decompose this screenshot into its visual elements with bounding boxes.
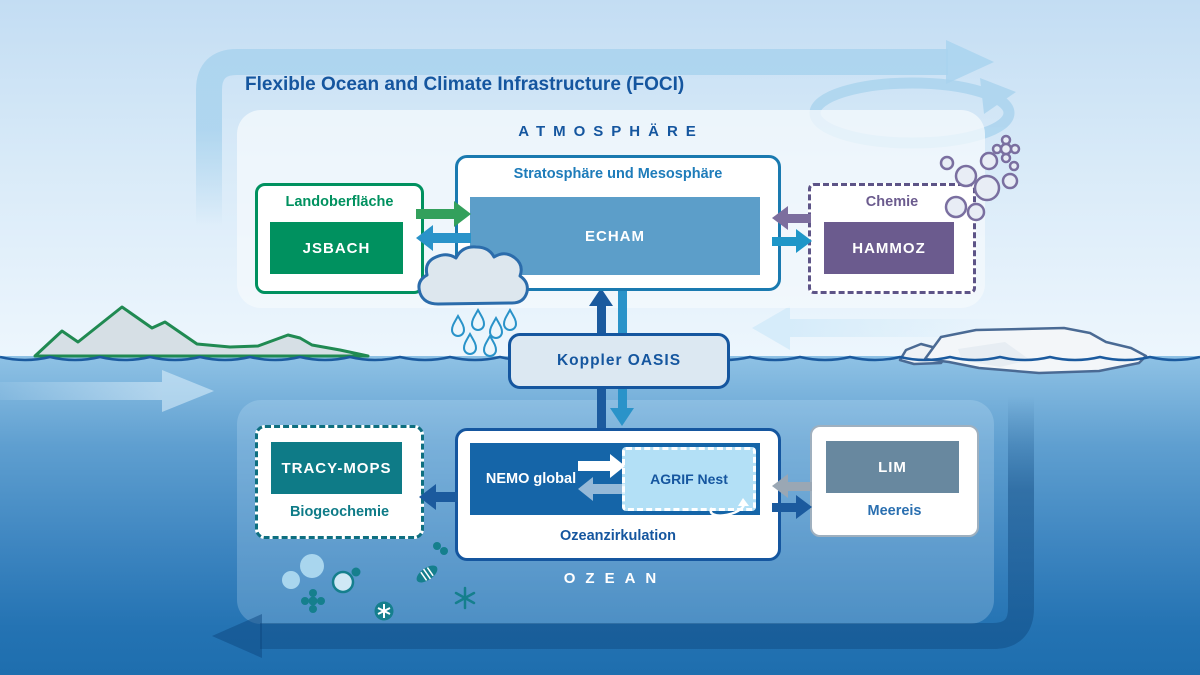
agrif-nest-box: AGRIF Nest	[622, 447, 756, 511]
agrif-nest-label: AGRIF Nest	[650, 471, 728, 487]
atmosphere-loop-arrow	[196, 40, 994, 226]
hammoz-model-box: HAMMOZ	[824, 222, 954, 274]
ocean-circulation-title: Ozeanzirkulation	[559, 528, 677, 544]
chemistry-box: Chemie HAMMOZ	[808, 183, 976, 294]
land-surface-box: Landoberfläche JSBACH	[255, 183, 424, 294]
echam-model-box: ECHAM	[470, 197, 760, 275]
surface-current-arrow-left	[752, 306, 1002, 350]
ocean-label: OZEAN	[563, 570, 667, 587]
sea-ice-box: LIM Meereis	[810, 425, 979, 537]
nemo-global-label: NEMO global	[485, 471, 577, 487]
land-surface-title: Landoberfläche	[285, 194, 394, 210]
iceberg-icon	[898, 326, 1148, 375]
stratosphere-box: Stratosphäre und Mesosphäre ECHAM	[455, 155, 781, 291]
stratosphere-title: Stratosphäre und Mesosphäre	[513, 166, 723, 182]
lim-model-box: LIM	[826, 441, 959, 493]
jsbach-model-box: JSBACH	[270, 222, 403, 274]
surface-current-arrow-right	[0, 370, 214, 412]
diagram-title: Flexible Ocean and Climate Infrastructur…	[245, 74, 685, 95]
biogeochemistry-box: TRACY-MOPS Biogeochemie	[255, 425, 424, 539]
biogeochemistry-title: Biogeochemie	[289, 504, 390, 520]
sea-ice-title: Meereis	[867, 503, 922, 519]
mountains-icon	[33, 305, 370, 358]
coupler-label: Koppler OASIS	[556, 352, 682, 369]
tracy-mops-model-box: TRACY-MOPS	[271, 442, 402, 494]
coupler-box: Koppler OASIS	[508, 333, 730, 389]
chemistry-title: Chemie	[865, 194, 919, 210]
ocean-circulation-box: NEMO global AGRIF Nest Ozeanzirkulation	[455, 428, 781, 561]
atmosphere-label: ATMOSPHÄRE	[518, 123, 704, 140]
